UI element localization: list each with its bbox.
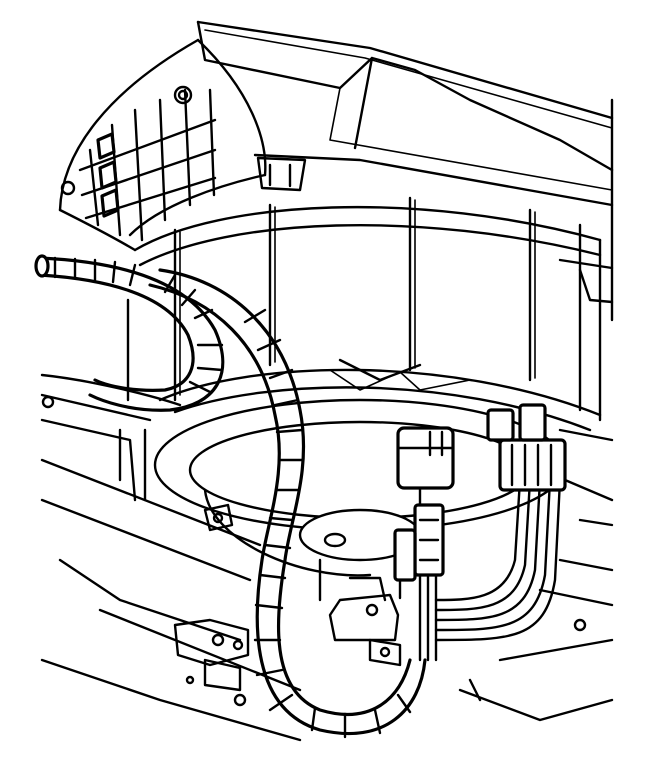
blower-motor-housing xyxy=(126,156,602,432)
mounting-bracket xyxy=(173,503,402,692)
corrugated-wiring-conduit xyxy=(34,254,427,739)
mounting-screw xyxy=(185,618,587,707)
vent-grille xyxy=(58,38,267,252)
lower-frame xyxy=(458,428,614,722)
mounting-screw xyxy=(173,85,193,105)
wire-harness xyxy=(418,403,567,662)
side-frame xyxy=(40,373,302,742)
dash-panel xyxy=(196,20,614,322)
electrical-connector xyxy=(393,426,455,582)
